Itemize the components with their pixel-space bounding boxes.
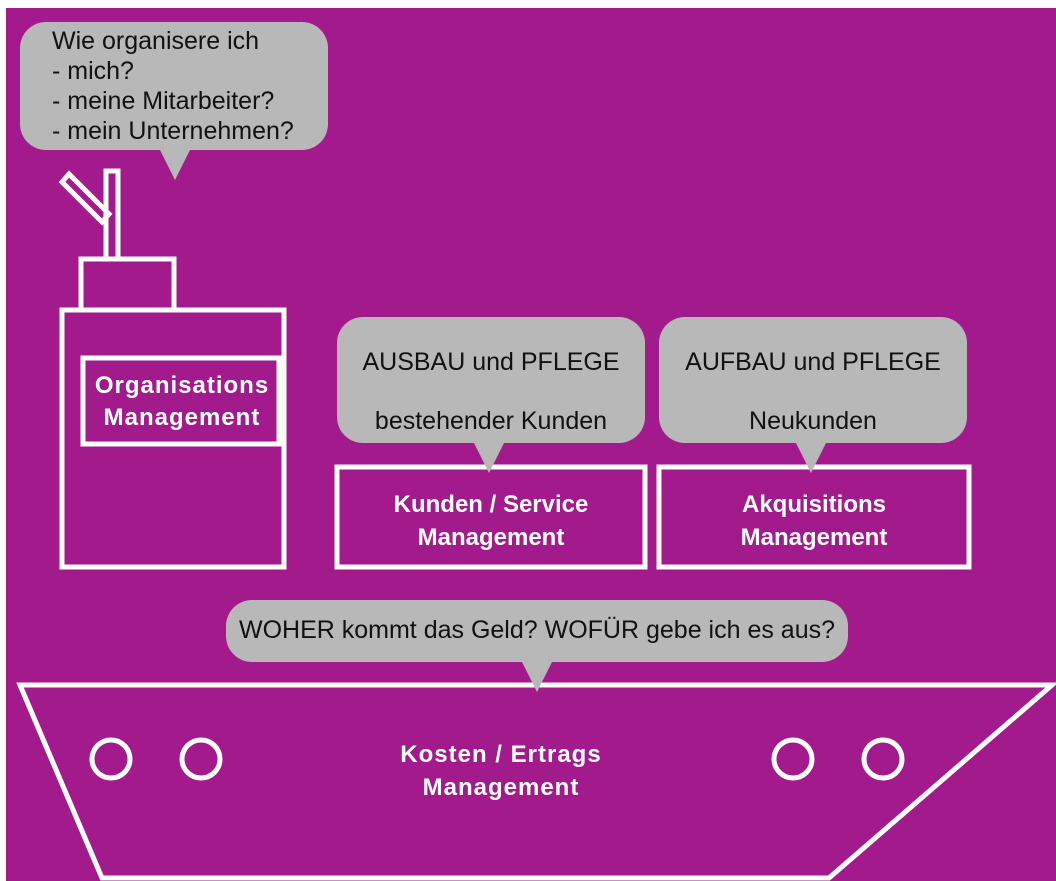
bridge-cabin: [78, 256, 177, 313]
kunden-speech-bubble: AUSBAU und PFLEGE bestehender Kunden: [337, 317, 645, 443]
bubble-line: WOHER kommt das Geld? WOFÜR gebe ich es …: [238, 616, 836, 644]
ship-hull: [16, 682, 1056, 881]
bubble-line: Wie organisere ich: [52, 27, 260, 55]
porthole-4: [861, 737, 905, 781]
akquisition-bubble-tail: [796, 443, 826, 473]
kosten-speech-bubble: WOHER kommt das Geld? WOFÜR gebe ich es …: [226, 600, 848, 662]
organisation-speech-bubble: Wie organisere ich - mich? - meine Mitar…: [20, 22, 328, 150]
organisation-bubble-tail: [160, 150, 190, 180]
ship-diagram: Wie organisere ich - mich? - meine Mitar…: [6, 8, 1056, 881]
bubble-line: AUFBAU und PFLEGE: [685, 348, 941, 376]
kosten-bubble-tail: [522, 662, 552, 692]
kosten-ertrags-management-label: Kosten / Ertrags Management: [400, 741, 602, 801]
organisation-label-frame: [80, 355, 282, 447]
bubble-line: AUSBAU und PFLEGE: [362, 348, 620, 376]
porthole-1: [89, 737, 133, 781]
porthole-3: [771, 737, 815, 781]
bubble-line: - mein Unternehmen?: [52, 117, 294, 145]
bridge-tower: [59, 307, 287, 570]
porthole-2: [179, 737, 223, 781]
kunden-service-management-label: Kunden / Service Management: [393, 491, 589, 551]
organisation-management-label: Organisations Management: [94, 372, 270, 431]
akquisition-speech-bubble: AUFBAU und PFLEGE Neukunden: [659, 317, 967, 443]
kunden-bubble-tail: [474, 443, 504, 473]
bubble-line: bestehender Kunden: [374, 407, 608, 435]
bubble-line: - mich?: [52, 57, 134, 85]
mast-arm: [58, 170, 113, 226]
bubble-line: Neukunden: [749, 407, 877, 435]
akquisitions-management-label: Akquisitions Management: [740, 491, 888, 551]
bubble-line: - meine Mitarbeiter?: [52, 87, 275, 115]
